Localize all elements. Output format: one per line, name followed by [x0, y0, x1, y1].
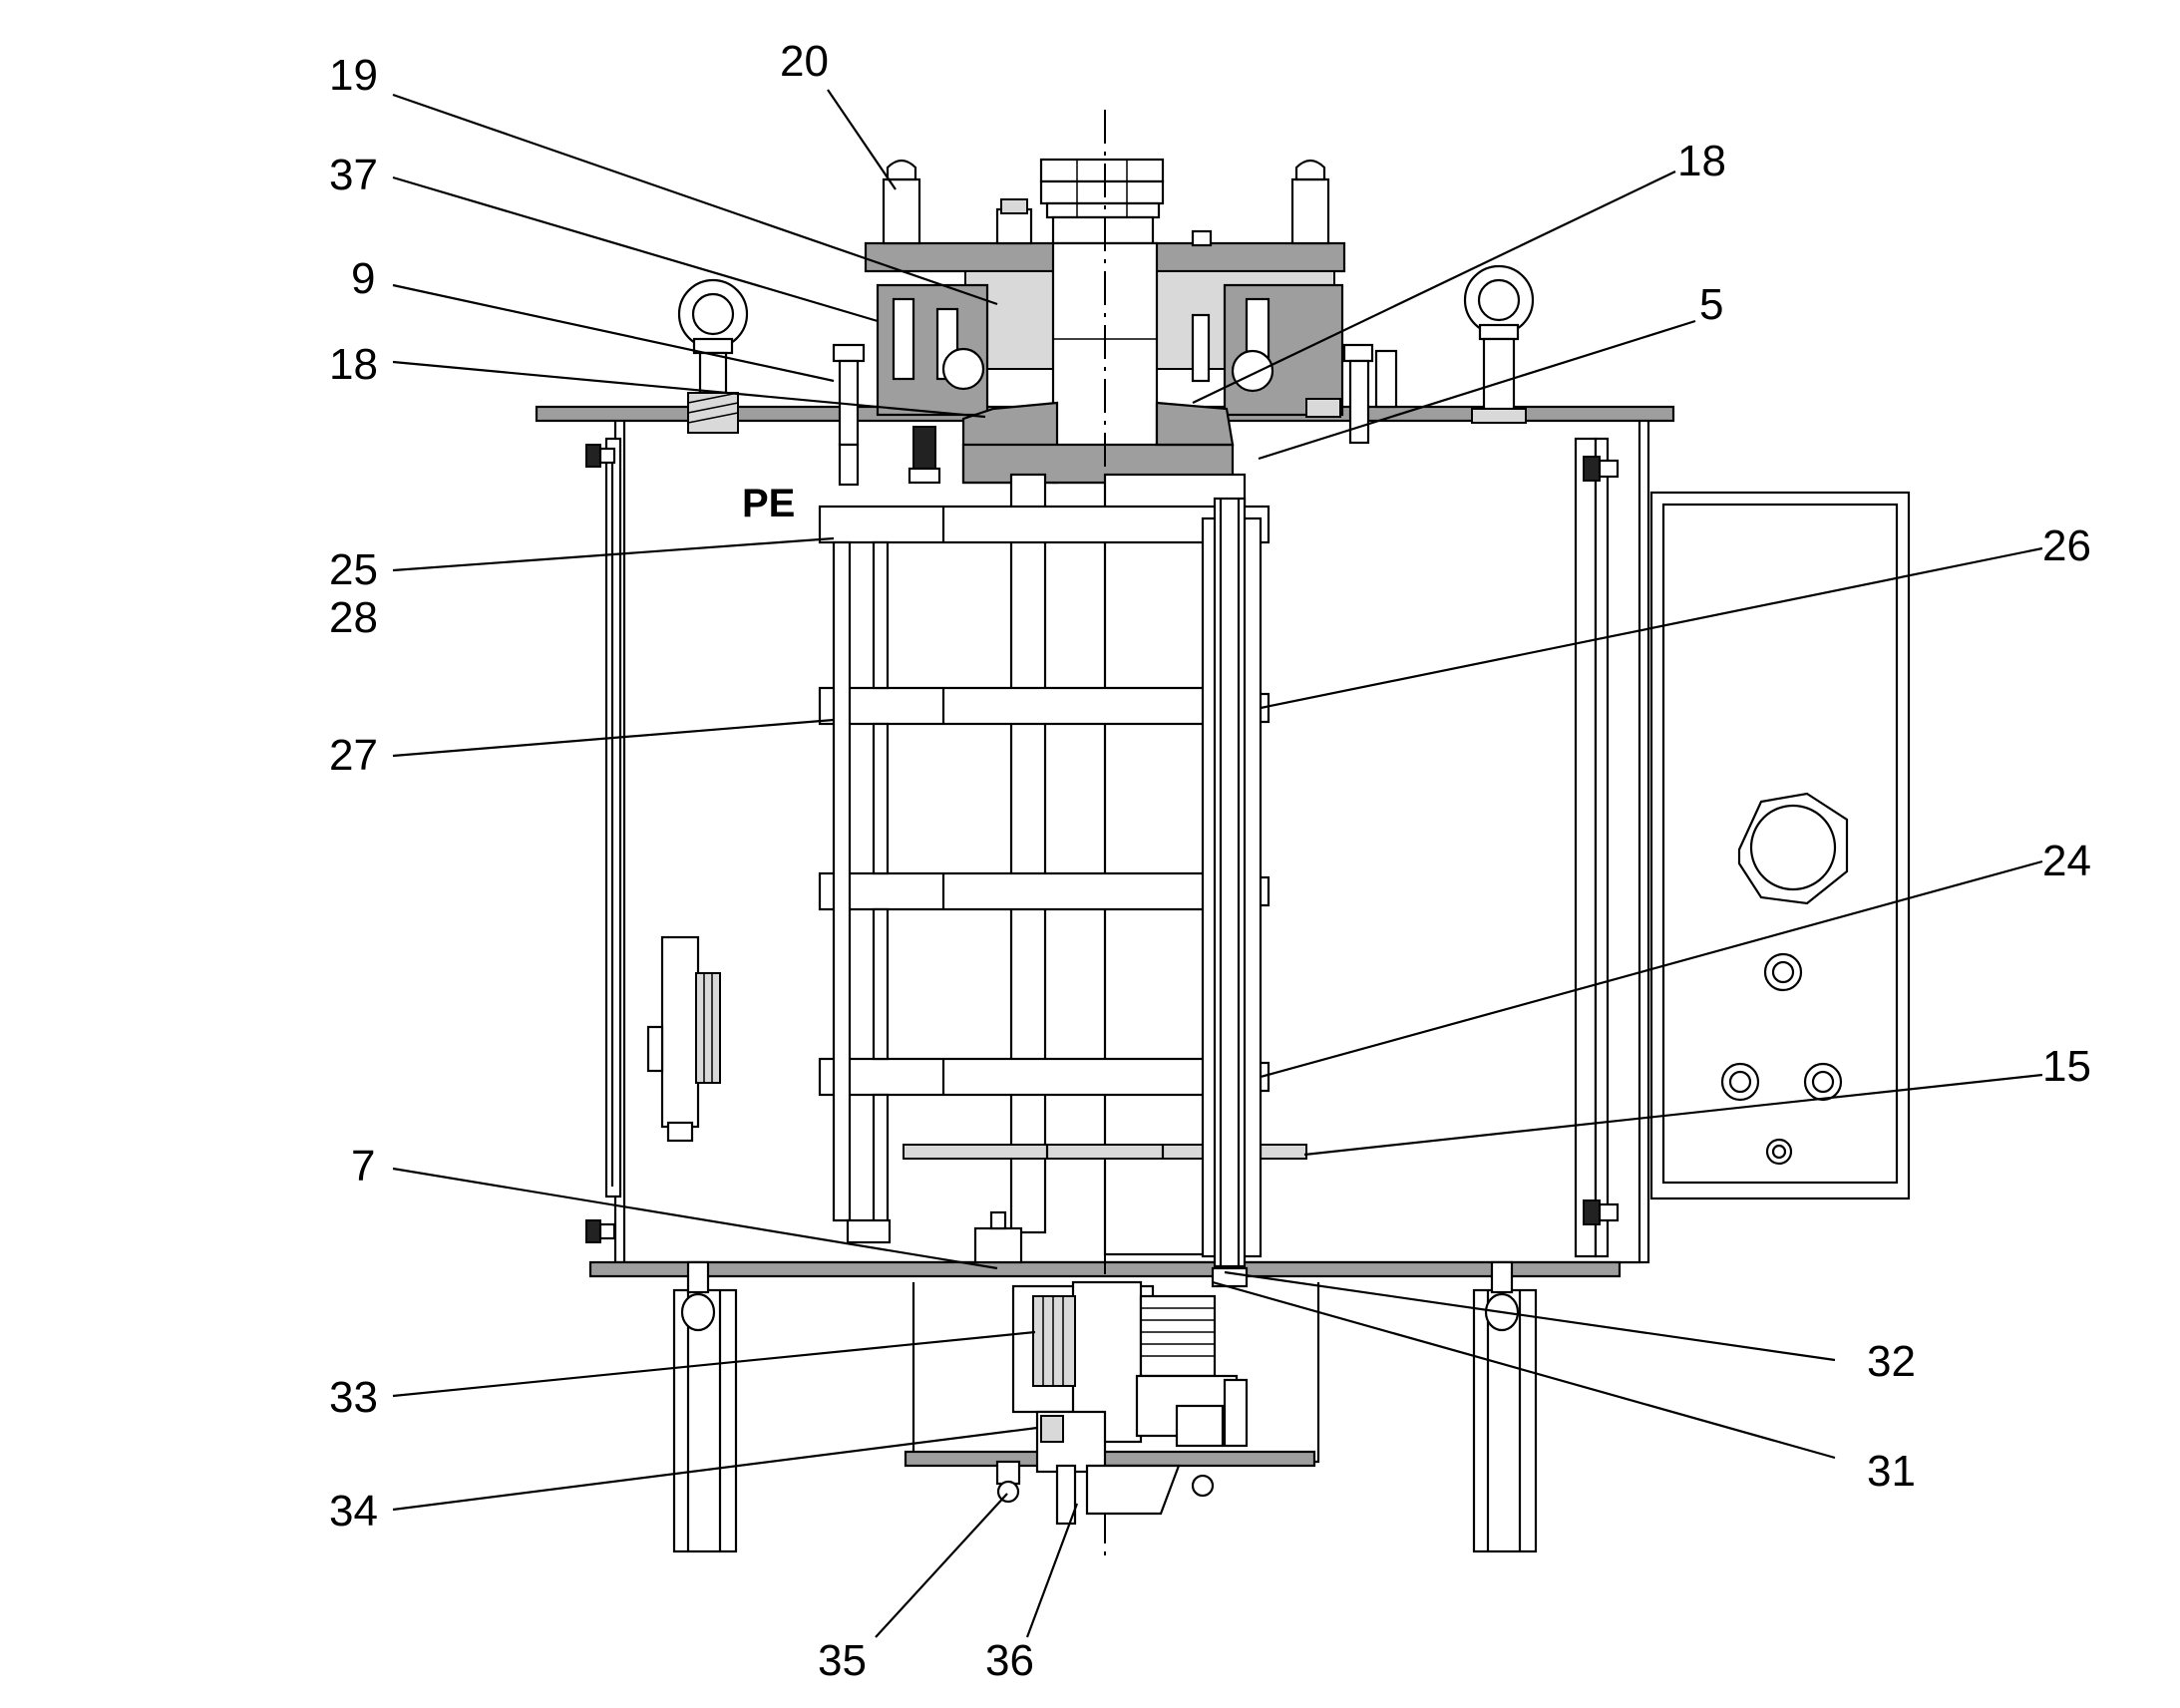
callout-18-left: 18 — [329, 340, 378, 389]
callout-26: 26 — [2042, 521, 2091, 570]
junction-box — [1649, 491, 1911, 1200]
callout-34: 34 — [329, 1487, 378, 1536]
callout-19: 19 — [329, 51, 378, 100]
lifting-eye-right — [1463, 264, 1535, 424]
callout-31: 31 — [1867, 1447, 1916, 1496]
callout-5: 5 — [1699, 280, 1723, 329]
callout-37: 37 — [329, 151, 378, 199]
material-label-pe: PE — [742, 482, 795, 525]
callout-36: 36 — [985, 1636, 1034, 1685]
leader-lines — [392, 89, 2043, 1638]
callout-18-right: 18 — [1677, 137, 1726, 185]
callout-35: 35 — [818, 1636, 867, 1685]
right-wall-bolts — [1583, 456, 1620, 1225]
lifting-eye-left — [677, 278, 749, 434]
callout-labels: 19 20 37 9 18 18 5 25 28 26 27 24 15 7 3… — [329, 37, 2091, 1685]
callout-27: 27 — [329, 731, 378, 780]
top-head-assembly — [832, 158, 1398, 487]
bracket-7 — [973, 1210, 1023, 1264]
callout-15: 15 — [2042, 1042, 2091, 1091]
bottom-drive-assembly — [904, 1280, 1320, 1526]
support-legs — [672, 1260, 1538, 1553]
callout-32: 32 — [1867, 1337, 1916, 1386]
callout-20: 20 — [780, 37, 829, 86]
left-struts — [832, 540, 892, 1244]
callout-9: 9 — [351, 254, 375, 303]
contact-rings — [818, 505, 1307, 1160]
callout-24: 24 — [2042, 837, 2091, 885]
callout-25: 25 — [329, 545, 378, 594]
callout-33: 33 — [329, 1373, 378, 1422]
callout-28: 28 — [329, 593, 378, 642]
diverter-drive-unit — [646, 935, 721, 1143]
callout-7: 7 — [351, 1142, 375, 1191]
left-wall-bolts — [585, 444, 616, 1243]
right-insulating-rod — [1201, 497, 1263, 1288]
